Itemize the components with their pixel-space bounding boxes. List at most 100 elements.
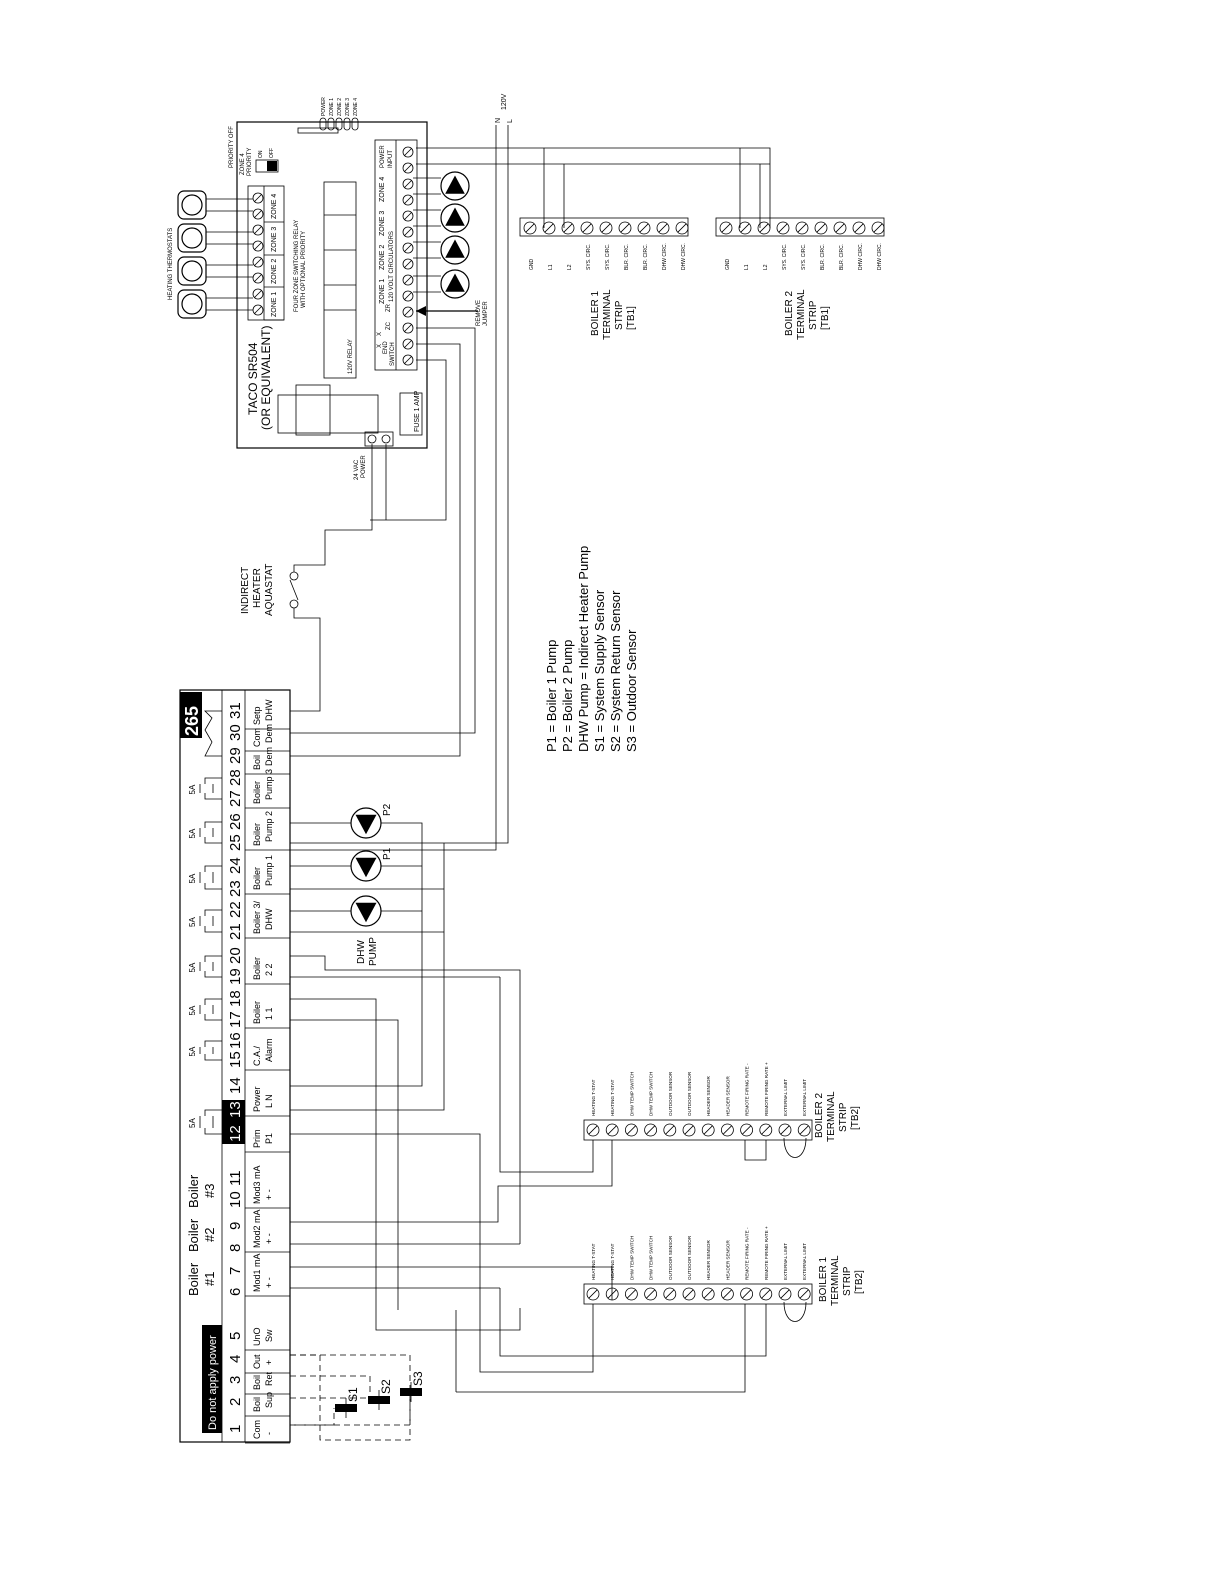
tb1-screw-terminal (795, 221, 809, 235)
pump-label: DHW (356, 940, 367, 964)
thermostat-screw-terminal (252, 224, 264, 236)
terminal-group-label: Mod2 mA (252, 1209, 262, 1248)
strip-title: TERMINAL (826, 1091, 837, 1142)
terminal-group-sublabel: Dem (264, 747, 274, 766)
tb1-terminal-label: DHW CIRC. (858, 243, 864, 270)
terminal-group-sublabel: Ret (264, 1371, 274, 1386)
wire (455, 1304, 746, 1393)
switch-off-label: OFF (269, 148, 275, 158)
priority-switch[interactable] (255, 159, 279, 173)
switch-on-label: ON (258, 150, 264, 158)
relay-amp-rating: 5A (188, 1046, 197, 1056)
tb1-screw-terminal (599, 221, 613, 235)
boiler-header: Boiler (186, 1218, 201, 1252)
tb1-screw-terminal (618, 221, 632, 235)
terminal-group-sublabel: L N (264, 1094, 274, 1108)
terminal-number: 9 (227, 1222, 244, 1230)
relay-amp-rating: 5A (188, 962, 197, 972)
tb2-screw-terminal (586, 1287, 600, 1301)
screw-slot (742, 1125, 752, 1135)
legend-line: S1 = System Supply Sensor (592, 589, 607, 752)
circulator-screw-terminal (402, 306, 414, 318)
tb1-terminal-label: SYS. CIRC. (782, 244, 788, 270)
screw-slot (658, 223, 668, 233)
tb1-screw-terminal (675, 221, 689, 235)
wire (290, 343, 461, 757)
power-terminal-highlight (222, 1100, 245, 1144)
screw-slot (799, 1125, 809, 1135)
zone-label: ZONE 2 (271, 259, 278, 284)
screw-slot (761, 1125, 771, 1135)
tb2-screw-terminal (586, 1123, 600, 1137)
screw-slot (703, 1289, 713, 1299)
thermostat-dial (181, 227, 203, 249)
supply-n-label: N (495, 118, 502, 123)
screw-slot (544, 223, 554, 233)
tb2-screw-terminal (682, 1287, 696, 1301)
external-limit-jumper (783, 1301, 807, 1322)
relay-contact-symbol: 5A (188, 955, 222, 978)
wire (290, 608, 321, 712)
terminal-number: 25 (227, 834, 244, 851)
tb1-screw-terminal (738, 221, 752, 235)
warning-text: Do not apply power (207, 1335, 219, 1430)
aquastat-l1: INDIRECT (240, 567, 251, 614)
priority-off-label: PRIORITY OFF (229, 126, 235, 168)
terminal-group-label: Power (252, 1086, 262, 1112)
terminal-group-label: Prim (252, 1130, 262, 1149)
tb1-screw-terminal (523, 221, 537, 235)
thermostat-screw-terminal (252, 240, 264, 252)
relay-contact-symbol: 5A (188, 865, 222, 890)
tb1-terminal-label: SYS. CIRC. (801, 244, 807, 270)
circulator-screw-terminal (402, 354, 414, 366)
tb2-terminal-label: OUTDOOR SENSOR (687, 1071, 692, 1116)
thermostat-dial (181, 293, 203, 315)
screw-slot (254, 210, 262, 218)
terminal-group-sublabel: Alarm (264, 1038, 274, 1062)
zone-panel: 120V RELAY FUSE 1 AMP 24 VAC POWER TACO … (229, 97, 489, 480)
strip-title: STRIP (838, 1102, 849, 1132)
zone-panel-model: TACO SR504 (246, 342, 260, 415)
screw-slot (404, 212, 412, 220)
terminal-number: 5 (227, 1332, 244, 1340)
wire (290, 1354, 411, 1441)
tb2-screw-terminal (682, 1123, 696, 1137)
tb2-terminal-label: EXTERNAL LIMIT (783, 1079, 788, 1116)
wire (290, 1408, 335, 1426)
wire (499, 977, 594, 1173)
legend-line: P1 = Boiler 1 Pump (544, 640, 559, 752)
screw-slot (684, 1289, 694, 1299)
screw-slot (835, 223, 845, 233)
terminal-group-label: Boiler (252, 867, 262, 890)
relay-contact (204, 955, 222, 978)
thermostat (177, 256, 207, 286)
screw-slot (607, 1125, 617, 1135)
tb1-screw-terminal (542, 221, 556, 235)
led-indicator (335, 117, 343, 131)
pump-triangle (445, 273, 465, 292)
terminal-number: 10 (227, 1191, 244, 1208)
boiler-header-number: #1 (202, 1272, 217, 1286)
terminal-group-label: C.A./ (252, 1045, 262, 1066)
relay-contact (204, 821, 222, 844)
wire (370, 359, 447, 521)
wire (416, 147, 771, 228)
screw-slot (873, 223, 883, 233)
tb1-terminal-label: SYS. CIRC. (605, 244, 611, 270)
end-switch-2: SWITCH (390, 342, 396, 366)
strip-title: TERMINAL (830, 1255, 841, 1306)
terminal-number: 31 (227, 702, 244, 719)
screw-slot (721, 223, 731, 233)
terminal-number: 30 (227, 724, 244, 741)
led-label: ZONE 2 (337, 98, 343, 116)
thermostat-screw-terminal (252, 192, 264, 204)
terminal-group-sublabel: P1 (264, 1133, 274, 1144)
terminal-group-sublabel: 1 1 (264, 1007, 274, 1020)
strip-title: [TB2] (854, 1270, 865, 1294)
terminal-group-label: Com (252, 728, 262, 747)
thermostat-screw-terminal (252, 208, 264, 220)
transformer (277, 394, 379, 434)
relay-block (323, 181, 357, 379)
wire (290, 1266, 613, 1300)
